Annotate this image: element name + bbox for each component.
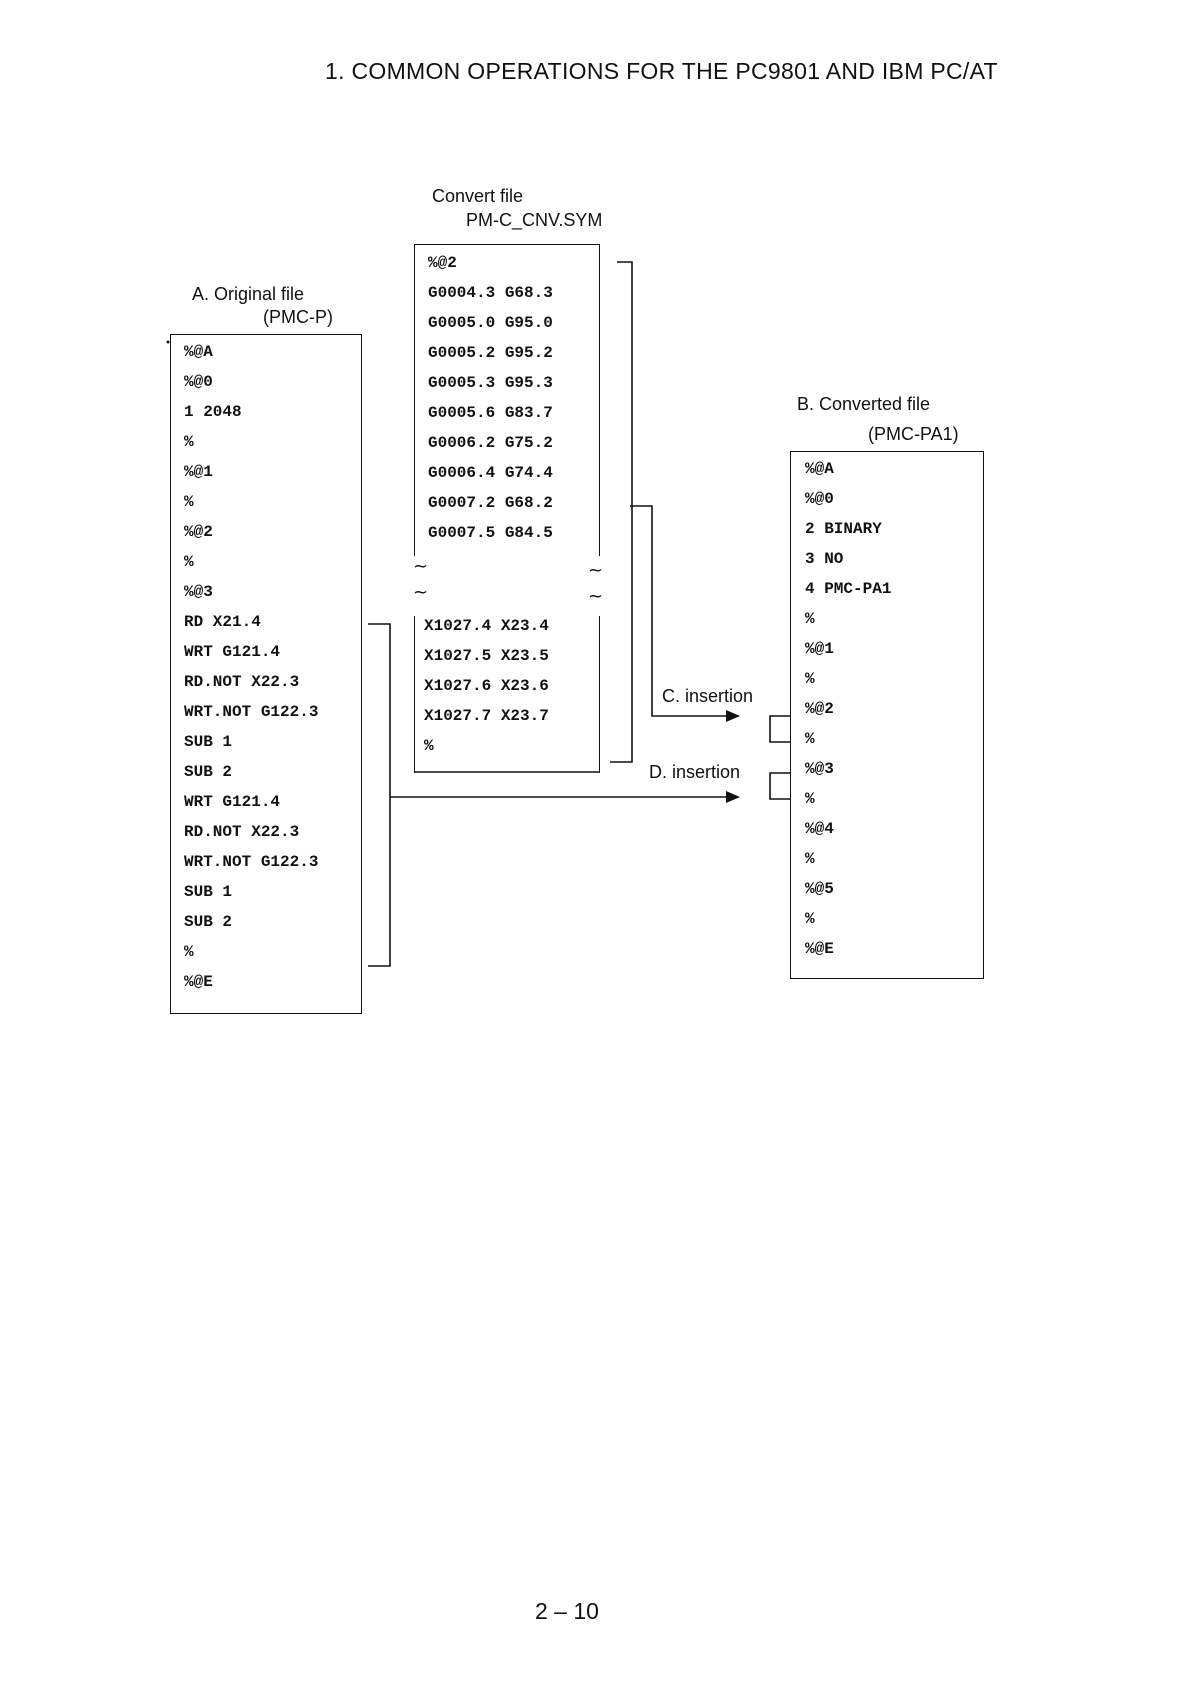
original-file-line: %	[184, 433, 194, 451]
page-title: 1. COMMON OPERATIONS FOR THE PC9801 AND …	[325, 58, 998, 84]
original-file-line: %@2	[184, 523, 213, 541]
original-file-label: A. Original file	[192, 284, 305, 304]
original-file-line: 1 2048	[184, 403, 242, 421]
convert-file-line: G0006.4 G74.4	[428, 464, 553, 482]
original-file-line: %@E	[184, 973, 213, 991]
tilde-mark: ~	[588, 586, 604, 607]
original-file-line: RD.NOT X22.3	[184, 673, 300, 691]
original-file-line: SUB 1	[184, 883, 233, 901]
d-insertion-arrowhead	[726, 791, 740, 803]
original-file-line: SUB 2	[184, 913, 233, 931]
convert-file-line: %	[424, 737, 434, 755]
convert-file-line: G0005.0 G95.0	[428, 314, 553, 332]
tilde-mark: ~	[413, 582, 429, 603]
original-file-box	[170, 334, 362, 1014]
convert-file-line: X1027.6 X23.6	[424, 677, 549, 695]
convert-file-label: Convert file	[432, 186, 524, 206]
page-number: 2 – 10	[535, 1598, 599, 1624]
original-file-line: WRT G121.4	[184, 643, 281, 661]
original-file-line: SUB 1	[184, 733, 233, 751]
original-file-line: %@A	[184, 343, 213, 361]
original-file-line: RD X21.4	[184, 613, 261, 631]
converted-file-line: %@A	[805, 460, 834, 478]
original-file-line: WRT G121.4	[184, 793, 281, 811]
converted-file-line: %	[805, 850, 815, 868]
convert-bracket	[610, 261, 633, 763]
c-insertion-label: C. insertion	[662, 686, 754, 706]
original-file-line: %	[184, 493, 194, 511]
converted-file-line: %@2	[805, 700, 834, 718]
c-insertion-arrowhead	[726, 710, 740, 722]
converted-file-line: %	[805, 790, 815, 808]
original-file-line: WRT.NOT G122.3	[184, 853, 319, 871]
convert-file-line: G0007.5 G84.5	[428, 524, 553, 542]
original-file-line: %@0	[184, 373, 213, 391]
converted-file-line: %@5	[805, 880, 834, 898]
convert-file-line: X1027.7 X23.7	[424, 707, 549, 725]
tilde-mark: ~	[413, 556, 429, 577]
tilde-mark: ~	[588, 560, 604, 581]
original-file-line: %	[184, 943, 194, 961]
converted-file-line: 2 BINARY	[805, 520, 882, 538]
d-target-bracket	[769, 772, 790, 800]
convert-file-box	[414, 244, 600, 773]
stray-dot	[166, 340, 170, 344]
converted-file-line: 4 PMC-PA1	[805, 580, 892, 598]
convert-file-line: X1027.5 X23.5	[424, 647, 549, 665]
original-file-line: SUB 2	[184, 763, 233, 781]
original-file-sub: (PMC-P)	[263, 307, 333, 327]
original-file-line: RD.NOT X22.3	[184, 823, 300, 841]
original-file-line: WRT.NOT G122.3	[184, 703, 319, 721]
converted-file-sub: (PMC-PA1)	[868, 424, 959, 444]
original-bracket	[368, 623, 391, 967]
convert-file-line: G0005.6 G83.7	[428, 404, 553, 422]
convert-file-line: G0005.2 G95.2	[428, 344, 553, 362]
convert-file-line: X1027.4 X23.4	[424, 617, 549, 635]
original-file-line: %@3	[184, 583, 213, 601]
convert-file-line: G0007.2 G68.2	[428, 494, 553, 512]
convert-file-line: %@2	[428, 254, 457, 272]
converted-file-label: B. Converted file	[797, 394, 931, 414]
converted-file-line: %@1	[805, 640, 834, 658]
convert-file-name: PM-C_CNV.SYM	[466, 210, 603, 230]
original-file-line: %	[184, 553, 194, 571]
converted-file-line: %	[805, 610, 815, 628]
converted-file-line: %@3	[805, 760, 834, 778]
convert-file-line: G0004.3 G68.3	[428, 284, 553, 302]
c-target-bracket	[769, 715, 790, 743]
converted-file-box	[790, 451, 984, 979]
c-insertion-line	[630, 505, 728, 717]
convert-box-break	[411, 556, 603, 616]
original-file-line: %@1	[184, 463, 213, 481]
converted-file-line: %	[805, 670, 815, 688]
convert-file-line: G0006.2 G75.2	[428, 434, 553, 452]
converted-file-line: %@0	[805, 490, 834, 508]
d-insertion-label: D. insertion	[649, 762, 741, 782]
converted-file-lines: %@A %@0 2 BINARY 3 NO 4 PMC-PA1% %@1% %@2% %@3%…	[805, 454, 891, 964]
converted-file-line: %	[805, 730, 815, 748]
converted-file-line: %	[805, 910, 815, 928]
converted-file-line: 3 NO	[805, 550, 844, 568]
convert-file-line: G0005.3 G95.3	[428, 374, 553, 392]
converted-file-line: %@E	[805, 940, 834, 958]
converted-file-line: %@4	[805, 820, 834, 838]
